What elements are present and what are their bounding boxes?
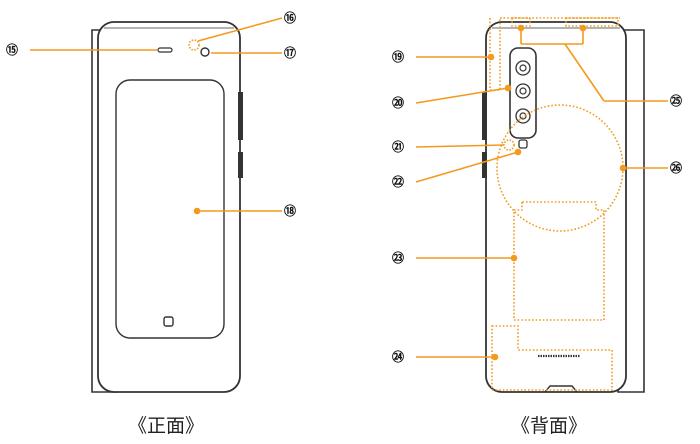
rear-camera-module <box>509 47 537 139</box>
front-leaders <box>30 17 283 215</box>
antenna-area-top-2 <box>565 17 619 27</box>
bottom-notch <box>544 385 578 393</box>
home-button-icon <box>163 316 174 327</box>
callout-24: ㉔ <box>392 349 404 364</box>
back-phone <box>482 21 645 393</box>
front-view-caption: 《正面》 <box>128 415 204 437</box>
back-power-button <box>482 152 487 178</box>
back-leaders <box>415 24 668 361</box>
callout-19: ⑲ <box>392 49 404 64</box>
back-volume-button <box>482 92 487 140</box>
front-power-button <box>238 152 243 178</box>
cover-display <box>115 79 225 339</box>
front-sensor-highlight <box>188 39 200 51</box>
earpiece <box>157 47 173 53</box>
front-volume-button <box>238 92 243 140</box>
callout-15: ⑮ <box>6 42 18 57</box>
flash-icon <box>518 139 528 149</box>
callout-20: ⑳ <box>392 95 404 110</box>
callout-17: ⑰ <box>284 45 296 60</box>
front-phone <box>91 21 243 393</box>
back-phone-body <box>485 21 627 393</box>
callout-26: ㉖ <box>670 160 682 175</box>
callout-16: ⑯ <box>284 10 296 25</box>
antenna-area-top-1 <box>511 17 531 27</box>
antenna-area-bottom <box>491 325 613 391</box>
back-view-caption: 《背面》 <box>511 415 587 437</box>
callout-18: ⑱ <box>284 203 296 218</box>
nfc-area <box>513 201 605 321</box>
callout-22: ㉒ <box>392 174 404 189</box>
front-phone-body <box>97 21 241 393</box>
callout-25: ㉕ <box>670 93 682 108</box>
callout-21: ㉑ <box>392 139 404 154</box>
callout-23: ㉓ <box>392 250 404 265</box>
front-camera-icon <box>200 47 210 57</box>
